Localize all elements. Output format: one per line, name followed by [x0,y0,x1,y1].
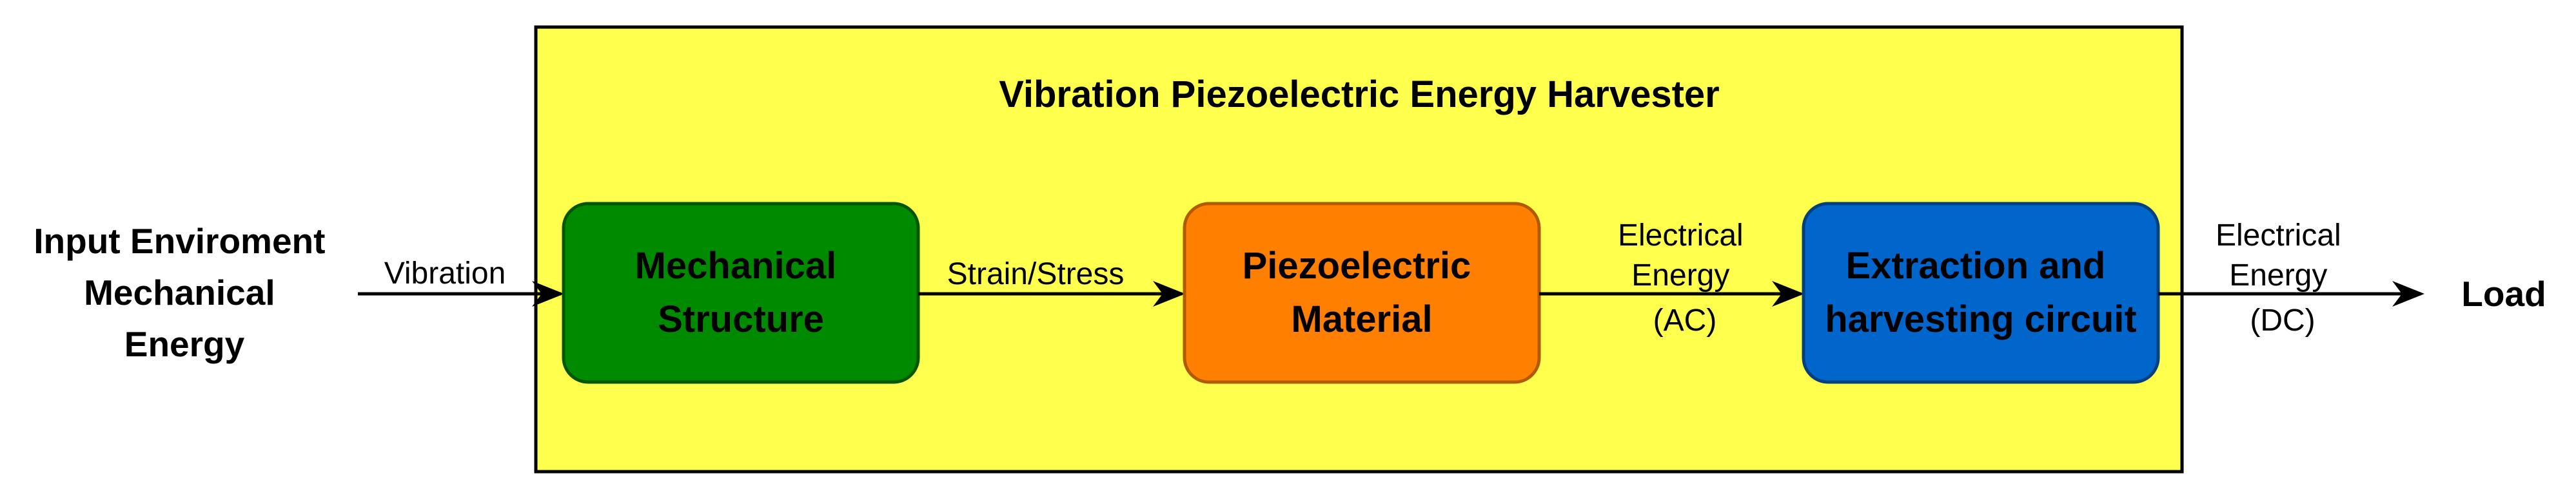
block-mechanical-line-1: Mechanical [635,245,837,287]
block-piezoelectric-label: Piezoelectric Material [1243,245,1482,340]
input-label-line-2: Mechanical [84,273,275,312]
connector-label-electrical-ac: Electrical Energy (AC) [1618,218,1752,338]
container-title: Vibration Piezoelectric Energy Harvester [999,73,1720,115]
electrical-ac-line-2: Energy [1631,258,1729,293]
block-mechanical-structure [562,202,920,384]
electrical-dc-line-1: Electrical [2216,218,2341,253]
electrical-dc-line-2: Energy [2229,258,2327,293]
block-piezoelectric-material [1183,202,1541,384]
block-extraction-line-1: Extraction and [1846,245,2106,287]
block-extraction-label: Extraction and harvesting circuit [1825,245,2136,340]
block-piezoelectric-line-2: Material [1291,298,1432,340]
block-extraction-circuit [1802,202,2160,384]
block-extraction-line-2: harvesting circuit [1825,298,2136,340]
connector-label-strain-stress: Strain/Stress [947,257,1125,291]
input-label: Input Enviroment Mechanical Energy [34,221,335,364]
input-label-line-3: Energy [124,324,245,364]
electrical-dc-line-3: (DC) [2250,303,2315,338]
block-piezoelectric-line-1: Piezoelectric [1243,245,1471,287]
output-load-label: Load [2461,274,2546,314]
connector-label-electrical-dc: Electrical Energy (DC) [2216,218,2350,338]
block-mechanical-line-2: Structure [658,298,824,340]
electrical-ac-line-1: Electrical [1618,218,1744,253]
block-mechanical-structure-label: Mechanical Structure [635,245,847,340]
connector-label-vibration: Vibration [384,256,506,291]
electrical-ac-line-3: (AC) [1653,303,1717,338]
input-label-line-1: Input Enviroment [34,221,325,261]
